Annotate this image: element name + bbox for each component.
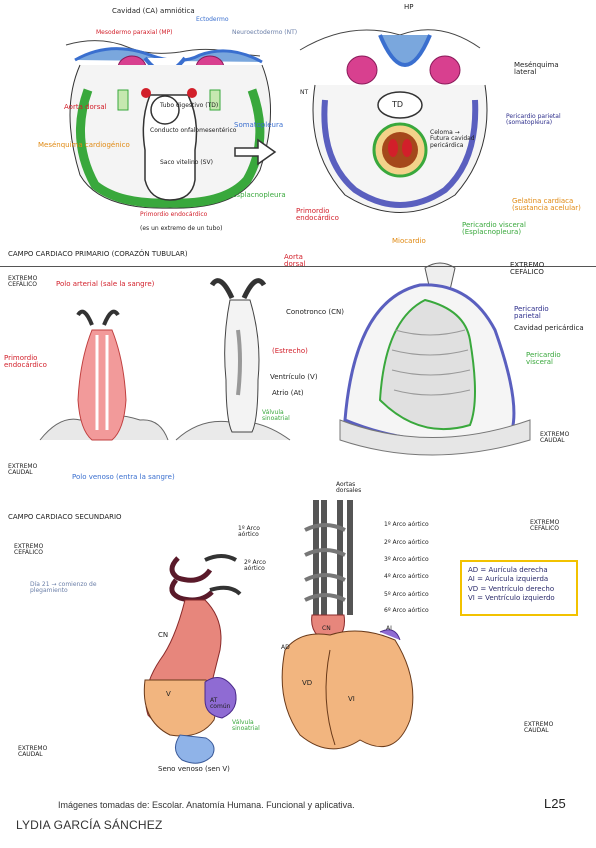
- label-pericardio-visceral: Pericardio visceral: [526, 351, 561, 367]
- label-extremo-caudal-1: EXTREMO CAUDAL: [8, 463, 38, 477]
- embryo-section-left: [65, 40, 272, 209]
- label-cavidad-amniotica: Cavidad (CA) amniótica: [112, 7, 195, 15]
- page-number: L25: [544, 796, 566, 811]
- label-primordio-endocardico-top: Primordio endocárdico: [140, 211, 208, 218]
- label-aorta-dorsal-2: Aorta dorsal: [284, 253, 306, 269]
- label-ectodermo: Ectodermo: [196, 16, 229, 23]
- label-seno-venoso: Seno venoso (sen V): [158, 765, 230, 773]
- label-polo-venoso: Polo venoso (entra la sangre): [72, 473, 175, 481]
- heart-looping-left: [143, 554, 242, 764]
- label-extremo-cefalico-3: EXTREMO CEFÁLICO: [14, 543, 44, 557]
- label-conotronco: Conotronco (CN): [286, 308, 345, 316]
- legend-item: AI = Aurícula izquierda: [468, 575, 549, 584]
- legend-item: VI = Ventrículo izquierdo: [468, 594, 555, 603]
- label-v-left: V: [166, 690, 171, 698]
- label-primordio-endocardico-right: Primordio endocárdico: [296, 207, 339, 223]
- label-pericardio-parietal: Pericardio parietal: [514, 305, 549, 321]
- heart-mature-right: [281, 500, 414, 750]
- label-td: TD: [392, 100, 404, 109]
- label-vd: VD: [302, 679, 313, 687]
- label-hp: HP: [404, 3, 414, 11]
- label-conducto-vitelino: Conducto onfalomesentérico: [150, 127, 237, 134]
- abbreviation-legend: AD = Aurícula derecha AI = Aurícula izqu…: [460, 560, 578, 616]
- label-aorta-dorsal-top: Aorta dorsal: [64, 103, 107, 111]
- label-primordio-endocardico-1: Primordio endocárdico: [4, 354, 47, 370]
- label-extremo-cefalico-4: EXTREMO CEFÁLICO: [530, 519, 560, 533]
- legend-item: VD = Ventrículo derecho: [468, 584, 555, 593]
- label-neuroectodermo: Neuroectodermo (NT): [232, 29, 298, 36]
- section-divider: [0, 266, 596, 267]
- legend-item: AD = Aurícula derecha: [468, 566, 548, 574]
- label-mesenquima-lateral: Mesénquima lateral: [514, 61, 559, 77]
- label-pericardio-parietal-top: Pericardio parietal (somatopleura): [506, 113, 561, 127]
- heart-pericardium-view: [339, 262, 531, 456]
- label-ai: AI: [386, 625, 392, 632]
- label-extremo-caudal-4: EXTREMO CAUDAL: [524, 721, 554, 735]
- label-cn-right: CN: [322, 625, 331, 632]
- label-arco-r5: 5º Arco aórtico: [384, 591, 429, 598]
- label-miocardio: Miocardio: [392, 237, 426, 245]
- label-en-un-extremo: (es un extremo de un tubo): [140, 225, 223, 232]
- label-arco-r2: 2º Arco aórtico: [384, 539, 429, 546]
- label-arco-r6: 6º Arco aórtico: [384, 607, 429, 614]
- heart-tube-folding: [175, 278, 291, 441]
- label-atrio: Atrio (At): [272, 389, 304, 397]
- label-ad: AD: [281, 644, 290, 651]
- label-cavidad-pericardica: Cavidad pericárdica: [514, 324, 584, 332]
- label-esplacnopleura: Esplacnopleura: [232, 191, 286, 199]
- heading-campo-primario: CAMPO CARDIACO PRIMARIO (CORAZÓN TUBULAR…: [8, 250, 188, 258]
- label-polo-arterial: Polo arterial (sale la sangre): [56, 280, 155, 288]
- label-mesenquima-cardiogenico: Mesénquima cardiogénico: [38, 141, 130, 149]
- label-valvula-sinoatrial-2: Válvula sinoatrial: [232, 719, 260, 733]
- label-tubo-digestivo: Tubo digestivo (TD): [160, 102, 219, 109]
- label-extremo-caudal-2: EXTREMO CAUDAL: [540, 431, 570, 445]
- label-pericardio-visceral-top: Pericardio visceral (Esplacnopleura): [462, 221, 526, 237]
- label-extremo-caudal-3: EXTREMO CAUDAL: [18, 745, 48, 759]
- author-name: LYDIA GARCÍA SÁNCHEZ: [16, 818, 163, 832]
- label-at-comun: AT común: [210, 697, 231, 711]
- label-arco-r4: 4º Arco aórtico: [384, 573, 429, 580]
- heading-campo-secundario: CAMPO CARDIACO SECUNDARIO: [8, 513, 122, 521]
- label-arco-1: 1º Arco aórtico: [238, 525, 260, 539]
- label-nt: NT: [300, 89, 309, 96]
- label-arco-r1: 1º Arco aórtico: [384, 521, 429, 528]
- label-mesodermo-paraxial: Mesodermo paraxial (MP): [96, 29, 173, 36]
- label-aortas-dorsales: Aortas dorsales: [336, 481, 362, 495]
- label-somatopleura: Somatopleura: [234, 121, 284, 129]
- label-ventriculo: Ventrículo (V): [270, 373, 318, 381]
- label-celoma: Celoma → Futura cavidad pericárdica: [430, 129, 475, 149]
- label-arco-2: 2º Arco aórtico: [244, 559, 266, 573]
- transition-arrow: [234, 138, 277, 166]
- label-estrecho: (Estrecho): [272, 347, 308, 355]
- label-arco-r3: 3º Arco aórtico: [384, 556, 429, 563]
- source-citation: Imágenes tomadas de: Escolar. Anatomía H…: [58, 800, 355, 810]
- heart-tube-early: [39, 309, 169, 441]
- label-extremo-cefalico-2: EXTREMO CEFÁLICO: [510, 261, 545, 277]
- label-cn-left: CN: [158, 631, 169, 639]
- embryo-section-right: [299, 29, 488, 213]
- label-extremo-cefalico-1: EXTREMO CEFÁLICO: [8, 275, 38, 289]
- label-saco-vitelino: Saco vitelino (SV): [160, 159, 213, 166]
- label-dia-21: Día 21 → comienzo de plegamiento: [30, 581, 97, 595]
- label-valvula-sinoatrial-1: Válvula sinoatrial: [262, 409, 290, 423]
- label-gelatina-cardiaca: Gelatina cardiaca (sustancia acelular): [512, 197, 581, 213]
- label-vi: VI: [348, 695, 355, 703]
